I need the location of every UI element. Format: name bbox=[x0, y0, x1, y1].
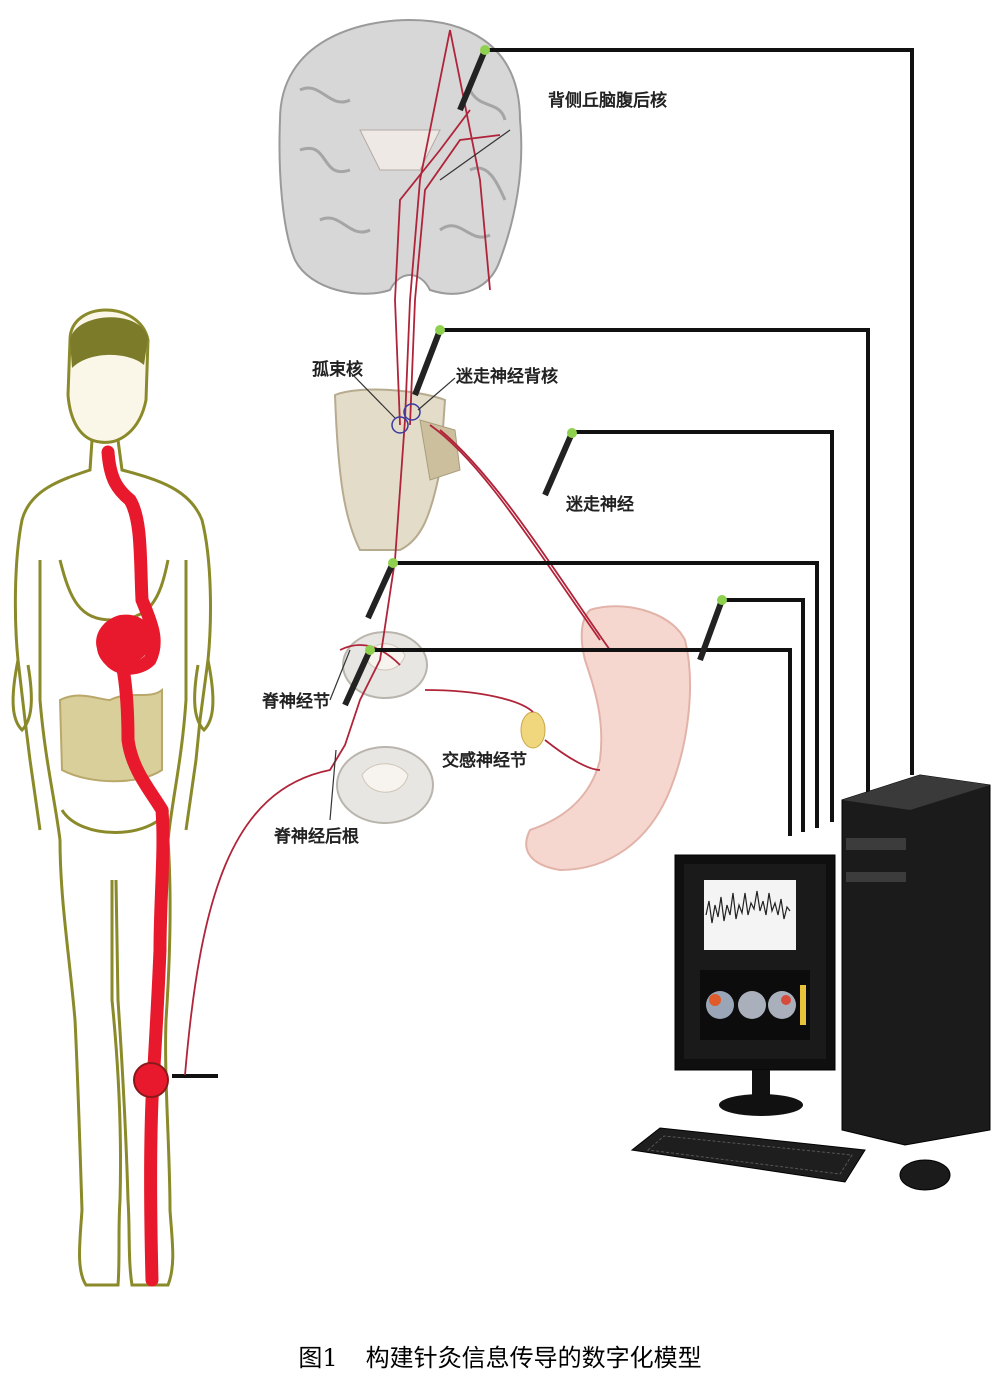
label-leaders bbox=[329, 129, 511, 821]
brainstem bbox=[333, 388, 461, 551]
spinal-cord-section-lower bbox=[336, 746, 434, 824]
electrode-needle-stomach bbox=[697, 598, 725, 662]
label-solitary-nucleus: 孤束核 bbox=[312, 360, 363, 380]
electrode-needle-vagus bbox=[542, 431, 575, 497]
human-body-figure bbox=[11, 308, 215, 1287]
keyboard bbox=[630, 1127, 866, 1183]
electrode-needle-spinal bbox=[365, 561, 396, 620]
label-dorsal-root: 脊神经后根 bbox=[274, 827, 359, 847]
brain-cross-section bbox=[278, 18, 523, 295]
electrode-needle-brain bbox=[457, 48, 488, 112]
nerve-pathways bbox=[184, 29, 611, 1076]
figure-caption: 图1 构建针灸信息传导的数字化模型 bbox=[0, 1338, 1000, 1373]
computer-workstation bbox=[630, 774, 991, 1191]
recording-wires bbox=[370, 48, 914, 836]
mouse bbox=[899, 1159, 951, 1191]
label-vagus-dorsal-nucleus: 迷走神经背核 bbox=[456, 367, 558, 387]
sympathetic-ganglion bbox=[520, 711, 546, 749]
electrode-needles bbox=[342, 45, 727, 707]
acupoint-marker bbox=[133, 1062, 169, 1098]
label-sympathetic-ganglion: 交感神经节 bbox=[442, 751, 527, 771]
figure-number: 图1 bbox=[298, 1344, 338, 1372]
label-thalamic-nucleus: 背侧丘脑腹后核 bbox=[548, 91, 667, 111]
electrode-needle-brainstem bbox=[412, 328, 443, 397]
label-spinal-ganglion: 脊神经节 bbox=[262, 692, 330, 712]
meridian-path bbox=[96, 445, 218, 1287]
eeg-trace bbox=[704, 880, 796, 950]
electrode-needle-ganglion bbox=[342, 648, 373, 707]
figure-title: 构建针灸信息传导的数字化模型 bbox=[365, 1344, 702, 1372]
label-vagus-nerve: 迷走神经 bbox=[566, 495, 634, 515]
nucleus-markers bbox=[391, 403, 421, 434]
